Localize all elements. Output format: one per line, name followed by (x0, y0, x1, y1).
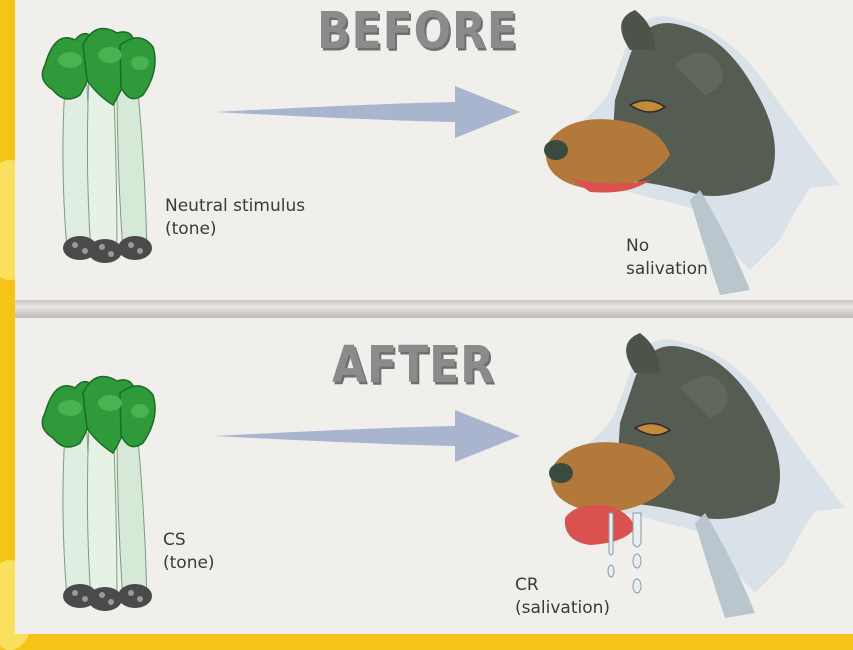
response-label-before: No salivation (626, 235, 708, 281)
panel-before: BEFORE Neutral stimulus (tone) (15, 0, 853, 300)
stimulus-label-line2: (tone) (163, 552, 215, 575)
stimulus-label-line1: CS (163, 529, 215, 552)
response-label-line1: No (626, 235, 708, 258)
drool-drop-icon (603, 513, 663, 603)
response-label-line2: (salivation) (515, 597, 610, 620)
response-label-after: CR (salivation) (515, 574, 610, 620)
stimulus-label-before: Neutral stimulus (tone) (165, 195, 305, 241)
panel-divider (15, 300, 853, 318)
arrow-icon (215, 82, 525, 142)
stimulus-label-line2: (tone) (165, 218, 305, 241)
arrow-icon (215, 406, 525, 466)
celery-icon (25, 25, 165, 270)
heading-before: BEFORE (317, 2, 518, 61)
stimulus-label-after: CS (tone) (163, 529, 215, 575)
response-label-line2: salivation (626, 258, 708, 281)
heading-after: AFTER (332, 336, 495, 395)
stimulus-label-line1: Neutral stimulus (165, 195, 305, 218)
panel-after: AFTER CS (tone) (15, 318, 853, 634)
response-label-line1: CR (515, 574, 610, 597)
celery-icon (25, 373, 165, 618)
